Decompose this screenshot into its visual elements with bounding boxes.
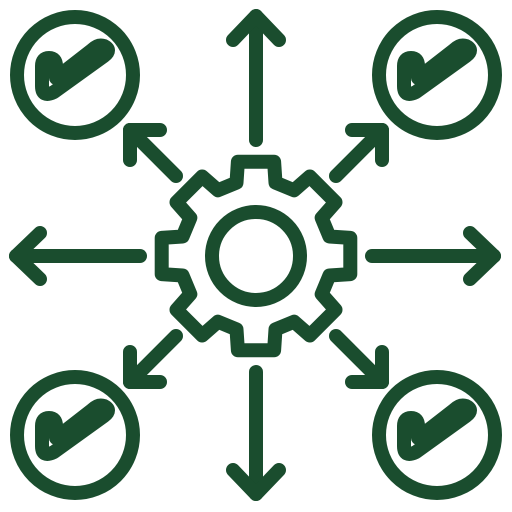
arrow-down-right-icon [329, 329, 389, 389]
check-circle-top-left-icon [10, 10, 140, 140]
arrow-up-icon [226, 9, 286, 147]
arrow-up-left-icon [123, 123, 183, 183]
arrow-right-icon [365, 226, 501, 286]
arrow-down-left-icon [123, 329, 183, 389]
check-circle-bottom-left-icon [10, 370, 140, 500]
check-circle-bottom-right-icon [372, 370, 502, 500]
arrow-left-icon [9, 226, 147, 286]
gear-hub [205, 205, 307, 307]
check-circle-top-right-icon [372, 10, 502, 140]
arrow-up-right-icon [329, 123, 389, 183]
gear-icon [154, 154, 358, 358]
gear-outline [154, 154, 358, 358]
arrow-down-icon [226, 365, 286, 501]
